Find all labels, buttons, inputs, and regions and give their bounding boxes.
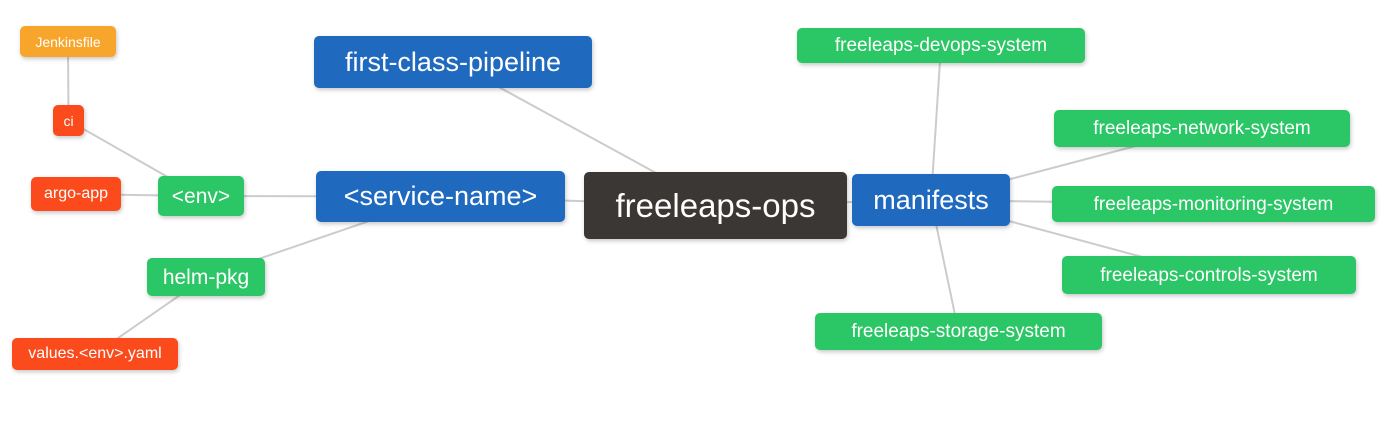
node-network[interactable]: freeleaps-network-system (1054, 110, 1350, 147)
node-label: <service-name> (343, 181, 538, 211)
node-jenkinsfile[interactable]: Jenkinsfile (20, 26, 116, 57)
node-controls[interactable]: freeleaps-controls-system (1062, 256, 1356, 294)
node-storage[interactable]: freeleaps-storage-system (815, 313, 1102, 350)
node-label: <env> (171, 184, 231, 208)
node-monitoring[interactable]: freeleaps-monitoring-system (1052, 186, 1375, 222)
node-devops[interactable]: freeleaps-devops-system (797, 28, 1085, 63)
node-manifests[interactable]: manifests (852, 174, 1010, 226)
node-label: freeleaps-monitoring-system (1093, 193, 1334, 215)
node-label: first-class-pipeline (344, 46, 562, 77)
node-label: manifests (873, 184, 989, 215)
node-values[interactable]: values.<env>.yaml (12, 338, 178, 370)
node-helm-pkg[interactable]: helm-pkg (147, 258, 265, 296)
node-label: freeleaps-controls-system (1100, 264, 1318, 286)
node-label: freeleaps-devops-system (834, 35, 1048, 56)
node-label: freeleaps-network-system (1093, 118, 1311, 139)
node-label: Jenkinsfile (35, 33, 101, 50)
node-label: values.<env>.yaml (28, 345, 162, 362)
node-label: ci (63, 112, 74, 129)
node-label: freeleaps-ops (615, 187, 816, 224)
node-label: helm-pkg (162, 265, 250, 289)
node-label: freeleaps-storage-system (851, 321, 1066, 342)
node-ci[interactable]: ci (53, 105, 84, 136)
node-ops[interactable]: freeleaps-ops (584, 172, 847, 239)
node-argo-app[interactable]: argo-app (31, 177, 121, 211)
node-env[interactable]: <env> (158, 176, 244, 216)
node-service[interactable]: <service-name> (316, 171, 565, 222)
node-label: argo-app (43, 185, 109, 202)
node-pipeline[interactable]: first-class-pipeline (314, 36, 592, 88)
